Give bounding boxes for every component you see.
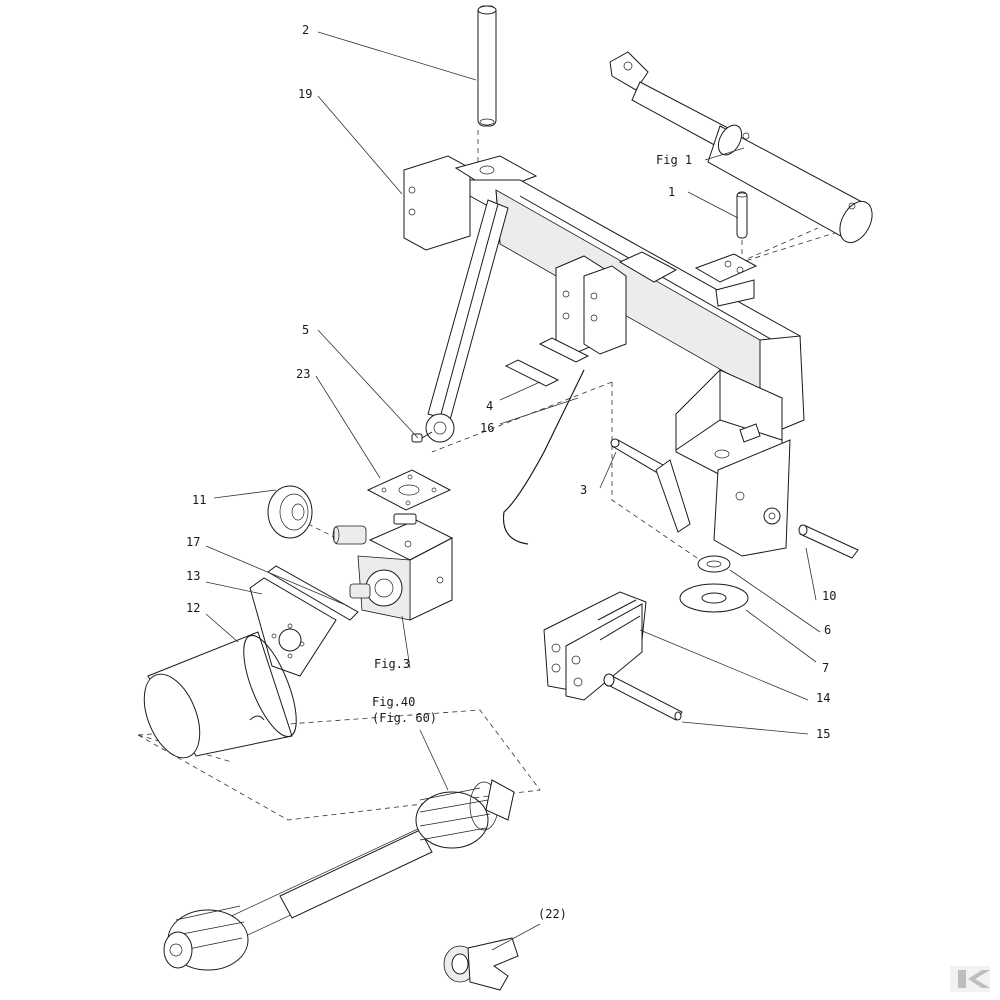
label-22: (22) (538, 907, 567, 921)
part-6-bushing[interactable] (697, 555, 731, 573)
part-2-pin[interactable] (477, 5, 497, 127)
label-4: 4 (486, 399, 493, 413)
leader-lines (205, 31, 821, 951)
label-7: 7 (822, 661, 829, 675)
label-3: 3 (580, 483, 587, 497)
label-17: 17 (186, 535, 200, 549)
label-16: 16 (480, 421, 494, 435)
part-14-bracket[interactable] (543, 591, 647, 701)
label-23: 23 (296, 367, 310, 381)
part-3-pin-handle[interactable] (610, 438, 691, 533)
brand-logo (950, 966, 990, 992)
label-5: 5 (302, 323, 309, 337)
label-11: 11 (192, 493, 206, 507)
part-10-pin[interactable] (798, 524, 859, 559)
callout-labels: 2 19 Fig 1 1 5 23 4 16 3 11 17 13 12 Fig… (186, 23, 836, 921)
label-13: 13 (186, 569, 200, 583)
part-22-yoke[interactable] (443, 937, 519, 991)
label-fig-1: Fig 1 (656, 153, 692, 167)
label-15: 15 (816, 727, 830, 741)
part-17-bar[interactable] (267, 565, 359, 621)
part-15-pin[interactable] (603, 673, 683, 721)
part-1-small-pin[interactable] (736, 191, 748, 239)
hydraulic-cylinder[interactable] (609, 51, 879, 248)
part-4-plate[interactable] (504, 337, 590, 387)
part-5-bolt[interactable] (411, 431, 433, 443)
part-23-plate[interactable] (366, 469, 452, 511)
pto-drive-shaft[interactable] (163, 779, 515, 971)
gearbox[interactable] (332, 513, 454, 621)
part-16-rod[interactable] (503, 369, 585, 545)
label-fig-40: Fig.40 (372, 695, 415, 709)
label-14: 14 (816, 691, 830, 705)
label-1: 1 (668, 185, 675, 199)
label-10: 10 (822, 589, 836, 603)
label-fig-60: (Fig. 60) (372, 711, 437, 725)
part-7-washer[interactable] (679, 583, 749, 613)
label-fig-3: Fig.3 (374, 657, 410, 671)
label-2: 2 (302, 23, 309, 37)
part-19-main-frame[interactable] (403, 155, 805, 557)
part-11-cap[interactable] (267, 485, 313, 539)
part-12-shield[interactable] (133, 629, 307, 766)
label-19: 19 (298, 87, 312, 101)
label-12: 12 (186, 601, 200, 615)
label-6: 6 (824, 623, 831, 637)
